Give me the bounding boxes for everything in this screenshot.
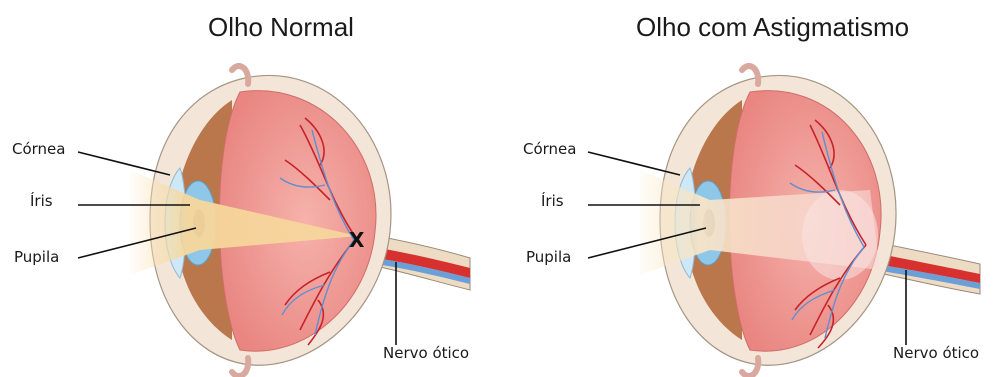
- label-iris-astig: Íris: [541, 192, 564, 210]
- focus-mark: X: [349, 228, 365, 252]
- pointer-line-cornea-astig: [588, 152, 680, 175]
- label-iris-normal: Íris: [30, 192, 53, 210]
- eye-normal: [130, 66, 470, 376]
- label-pupil-normal: Pupila: [14, 248, 59, 266]
- label-cornea-normal: Córnea: [12, 140, 65, 158]
- blur-focus: [802, 190, 878, 280]
- label-cornea-astig: Córnea: [523, 140, 576, 158]
- pointer-line-cornea-normal: [78, 152, 170, 175]
- label-pupil-astig: Pupila: [526, 248, 571, 266]
- eye-astigmatism: [640, 66, 980, 376]
- label-nerve-normal: Nervo ótico: [383, 344, 469, 362]
- label-nerve-astig: Nervo ótico: [893, 344, 979, 362]
